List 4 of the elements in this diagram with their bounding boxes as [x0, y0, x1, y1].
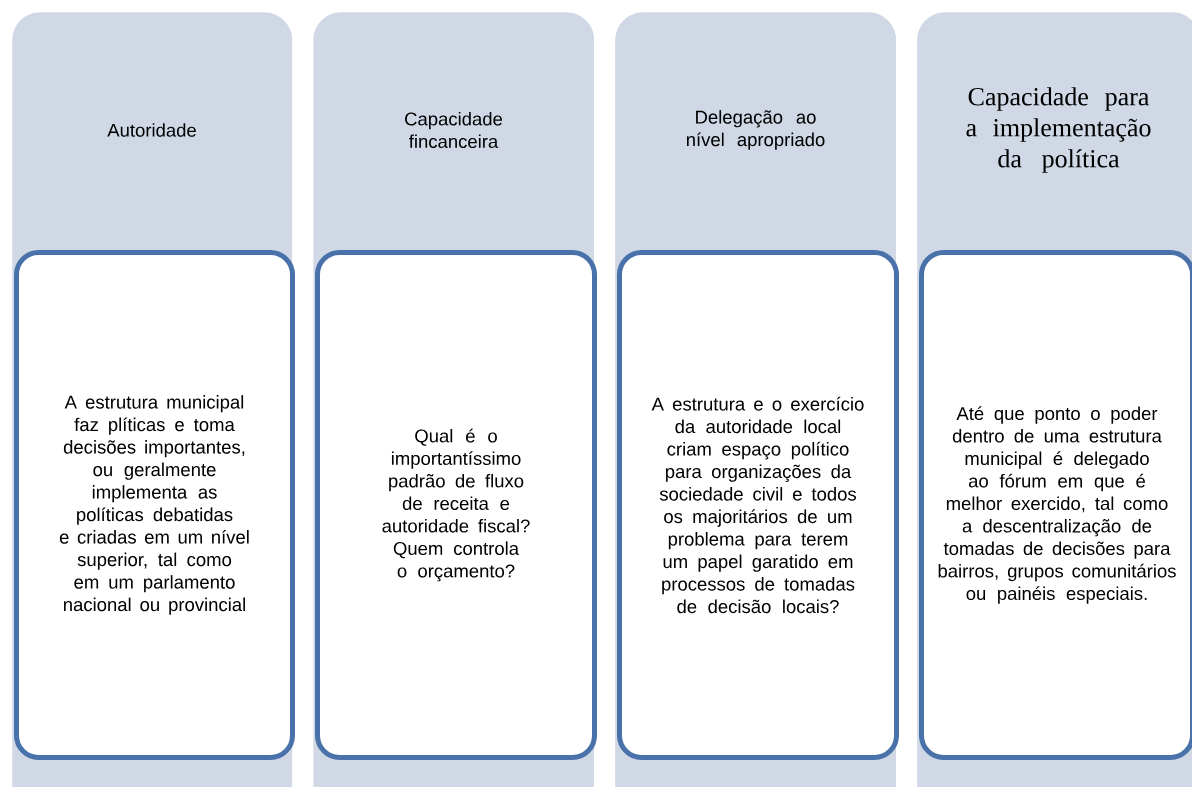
text-box: A estrutura e o exercício da autoridade local criam espaço político para organizações da sociedade civil e todos os majoritários de um problema para terem um papel garatido em processos de tomadas de decisão locais? — [617, 250, 899, 760]
text-box: A estrutura municipal faz plíticas e toma decisões importantes, ou geralmente implementa as políticas debatidas e criadas em um nível superior, tal como em um parlamento nacional ou provincial — [14, 250, 295, 760]
text-box: Até que ponto o poder dentro de uma estrutura municipal é delegado ao fórum em que é melhor exercido, tal como a descentralização de tomadas de decisões para bairros, grupos comunitários ou painéis especiais. — [919, 250, 1192, 760]
text-box: Qual é o importantíssimo padrão de fluxo de receita e autoridade fiscal? Quem controla o orçamento? — [315, 250, 597, 760]
